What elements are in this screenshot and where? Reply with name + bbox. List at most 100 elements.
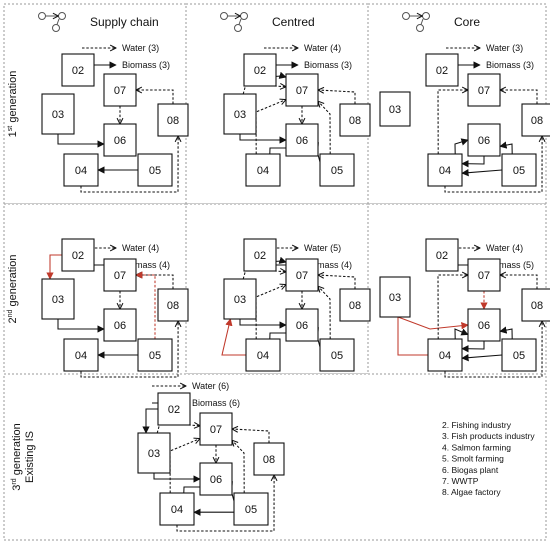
node-07: 07 bbox=[103, 73, 137, 107]
water-flow-arrow bbox=[437, 90, 468, 155]
node-06: 06 bbox=[467, 308, 501, 342]
node-04: 04 bbox=[159, 492, 195, 526]
node-02: 02 bbox=[425, 238, 459, 272]
node-label: 06 bbox=[296, 320, 308, 332]
legend-biomass-label: Biomass (6) bbox=[192, 398, 240, 408]
node-06: 06 bbox=[285, 123, 319, 157]
node-06: 06 bbox=[467, 123, 501, 157]
node-02: 02 bbox=[425, 53, 459, 87]
node-04: 04 bbox=[63, 338, 99, 372]
network-core-icon bbox=[402, 12, 430, 32]
node-label: 07 bbox=[478, 85, 490, 97]
biomass-flow-arrow bbox=[153, 473, 201, 483]
node-label: 06 bbox=[296, 135, 308, 147]
node-02: 02 bbox=[61, 238, 95, 272]
svg-text:3rd generation: 3rd generation bbox=[11, 423, 23, 490]
row-label-gen1: 1st generation bbox=[7, 71, 19, 138]
node-07: 07 bbox=[467, 258, 501, 292]
node-list-item: 5. Smolt farming bbox=[442, 454, 504, 464]
node-04: 04 bbox=[427, 153, 463, 187]
biomass-flow-arrow bbox=[499, 141, 513, 155]
column-title: Supply chain bbox=[90, 15, 159, 29]
node-label: 08 bbox=[167, 300, 179, 312]
column-title: Centred bbox=[272, 15, 315, 29]
node-label: 03 bbox=[234, 294, 246, 306]
legend-biomass-label: Biomass (4) bbox=[122, 260, 170, 270]
node-label: 02 bbox=[168, 404, 180, 416]
node-label: 06 bbox=[210, 474, 222, 486]
new-biomass-flow-arrow bbox=[46, 254, 62, 280]
node-label: 08 bbox=[263, 454, 275, 466]
node-06: 06 bbox=[103, 308, 137, 342]
biomass-flow-arrow bbox=[57, 319, 105, 333]
node-05: 05 bbox=[501, 338, 537, 372]
node-label: 06 bbox=[478, 135, 490, 147]
node-label: 02 bbox=[254, 250, 266, 262]
node-08: 08 bbox=[339, 288, 371, 322]
legend-biomass-label: Biomass (5) bbox=[486, 260, 534, 270]
water-flow-arrow bbox=[136, 275, 174, 289]
node-08: 08 bbox=[339, 103, 371, 137]
node-07: 07 bbox=[103, 258, 137, 292]
node-label: 07 bbox=[114, 85, 126, 97]
node-07: 07 bbox=[285, 258, 319, 292]
legend-biomass-label: Biomass (3) bbox=[304, 60, 352, 70]
biomass-flow-arrow bbox=[275, 256, 287, 264]
legend-water-label: Water (4) bbox=[486, 243, 523, 253]
biomass-flow-arrow bbox=[461, 354, 503, 362]
node-02: 02 bbox=[61, 53, 95, 87]
node-label: 07 bbox=[296, 85, 308, 97]
node-label: 05 bbox=[331, 165, 343, 177]
node-label: 08 bbox=[531, 300, 543, 312]
water-flow-arrow bbox=[318, 275, 356, 289]
node-03: 03 bbox=[41, 93, 75, 135]
biomass-flow-arrow bbox=[454, 328, 469, 340]
biomass-flow-arrow bbox=[461, 341, 485, 353]
node-label: 03 bbox=[52, 294, 64, 306]
node-label: 07 bbox=[296, 270, 308, 282]
node-label: 02 bbox=[72, 250, 84, 262]
biomass-flow-arrow bbox=[461, 169, 503, 177]
biomass-flow-arrow bbox=[57, 134, 105, 148]
water-flow-arrow bbox=[136, 90, 174, 104]
node-label: 05 bbox=[149, 165, 161, 177]
node-05: 05 bbox=[319, 153, 355, 187]
node-02: 02 bbox=[243, 238, 277, 272]
node-03: 03 bbox=[223, 93, 257, 135]
node-label: 03 bbox=[52, 109, 64, 121]
node-list-item: 3. Fish products industry bbox=[442, 431, 535, 441]
water-flow-arrow bbox=[444, 321, 542, 378]
node-label: 05 bbox=[331, 350, 343, 362]
node-list-item: 6. Biogas plant bbox=[442, 465, 499, 475]
node-label: 02 bbox=[72, 65, 84, 77]
svg-text:2nd generation: 2nd generation bbox=[7, 255, 19, 324]
biomass-flow-arrow bbox=[142, 408, 158, 434]
node-05: 05 bbox=[501, 153, 537, 187]
biomass-flow-arrow bbox=[275, 71, 287, 79]
node-label: 04 bbox=[257, 165, 269, 177]
new-biomass-flow-arrow bbox=[221, 318, 246, 356]
node-07: 07 bbox=[199, 412, 233, 446]
node-label: 05 bbox=[245, 504, 257, 516]
node-label: 06 bbox=[114, 320, 126, 332]
node-06: 06 bbox=[199, 462, 233, 496]
legend-biomass-label: Biomass (3) bbox=[486, 60, 534, 70]
water-flow-arrow bbox=[255, 100, 286, 155]
node-label: 05 bbox=[513, 165, 525, 177]
node-label: 04 bbox=[439, 350, 451, 362]
biomass-flow-arrow bbox=[499, 326, 513, 340]
node-04: 04 bbox=[427, 338, 463, 372]
water-flow-arrow bbox=[500, 90, 538, 104]
water-flow-arrow bbox=[232, 429, 270, 443]
node-08: 08 bbox=[521, 288, 550, 322]
svg-text:1st generation: 1st generation bbox=[7, 71, 19, 138]
biomass-flow-arrow bbox=[239, 134, 287, 144]
